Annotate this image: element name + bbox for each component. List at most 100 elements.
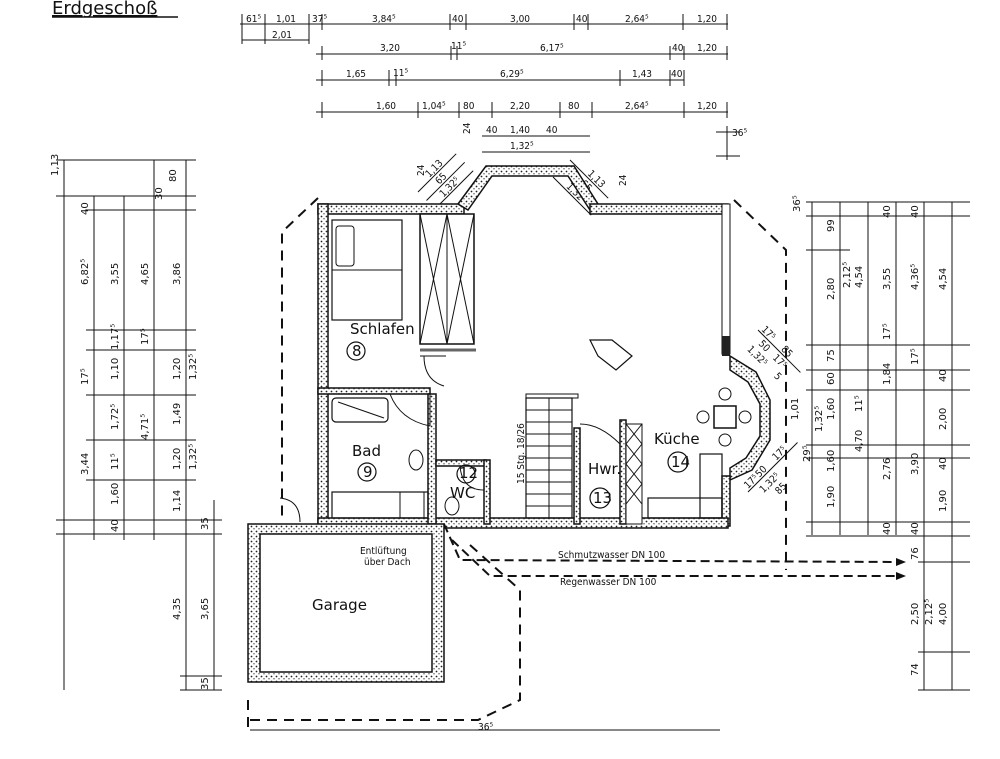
dim-right-32: 74 xyxy=(910,663,921,676)
dim-left-1: 40 xyxy=(80,202,91,215)
dim-left-2: 6,82⁵ xyxy=(80,259,91,285)
dim-left-13: 1,10 xyxy=(110,358,121,380)
dim-bayr-6: 1,01 xyxy=(790,398,801,420)
dim-right-27: 40 xyxy=(910,522,921,535)
dim-right-16: 40 xyxy=(938,369,949,382)
dim-right-21: 2,76 xyxy=(882,458,893,480)
dim-left-19: 1,20 xyxy=(172,448,183,470)
dim-right-1: 99 xyxy=(826,219,837,232)
dim-right-4: 2,80 xyxy=(826,278,837,300)
dim-left-7: 80 xyxy=(168,169,179,182)
dim-right-23: 40 xyxy=(938,457,949,470)
dim-side-365: 36⁵ xyxy=(732,128,747,139)
regenwasser-label: Regenwasser DN 100 xyxy=(560,577,657,588)
dim-row1-2: 37⁵ xyxy=(312,14,327,25)
dim-bay-4: 24 xyxy=(416,164,427,176)
roof-outline xyxy=(247,197,787,730)
drain-pipes xyxy=(443,523,906,580)
dim-row3-4: 40 xyxy=(671,69,683,80)
dim-row2-0: 3,20 xyxy=(380,43,400,54)
dim-left-12: 17⁵ xyxy=(80,368,91,385)
room-label-bad: Bad xyxy=(352,442,381,460)
dim-right-6: 4,54 xyxy=(854,266,865,288)
dim-row2-3: 40 xyxy=(672,43,684,54)
dim-left-8: 1,17⁵ xyxy=(110,324,121,350)
dim-row3-0: 1,65 xyxy=(346,69,366,80)
dim-left-27: 35 xyxy=(200,677,211,690)
dim-row2-1: 11⁵ xyxy=(451,41,466,52)
dim-right-19: 2,00 xyxy=(938,408,949,430)
dim-left-25: 4,35 xyxy=(172,598,183,620)
dim-bay-7: 1,40 xyxy=(510,125,530,136)
dim-row2-4: 1,20 xyxy=(697,43,717,54)
dim-left-0: 1,13 xyxy=(50,154,61,176)
garage xyxy=(247,523,445,683)
dim-bayr-8: 1,32⁵ xyxy=(814,406,825,432)
dim-right-26: 40 xyxy=(882,522,893,535)
dim-right-30: 2,12⁵ xyxy=(924,599,935,625)
dim-right-9: 4,54 xyxy=(938,268,949,290)
dim-left-15: 1,49 xyxy=(172,403,183,425)
dim-row2-2: 6,17⁵ xyxy=(540,43,564,54)
right-dimensions: 36⁵ 99 40 40 2,80 2,12⁵ 4,54 3,55 4,36⁵ … xyxy=(792,195,970,691)
top-dimensions: 61⁵ 1,01 37⁵ 3,84⁵ 40 3,00 40 2,64⁵ 1,20… xyxy=(240,14,747,160)
dim-row1-5: 3,00 xyxy=(510,14,530,25)
dim-bay-13: 24 xyxy=(618,174,629,186)
dim-right-11: 60 xyxy=(826,372,837,385)
dim-bay-9: 1,32⁵ xyxy=(510,141,534,152)
dim-right-29: 2,50 xyxy=(910,603,921,625)
dim-left-4: 4,65 xyxy=(140,263,151,285)
dim-right-8: 4,36⁵ xyxy=(910,264,921,290)
dim-left-17: 11⁵ xyxy=(110,453,121,470)
dim-row1-4: 40 xyxy=(452,14,464,25)
dim-row4-2: 80 xyxy=(463,101,475,112)
dim-left-9: 17⁵ xyxy=(140,328,151,345)
dim-left-24: 35 xyxy=(200,517,211,530)
dim-row1-8: 1,20 xyxy=(697,14,717,25)
left-dimensions: 1,13 40 6,82⁵ 3,55 4,65 3,86 30 80 1,17⁵… xyxy=(50,154,222,691)
dim-left-6: 30 xyxy=(154,187,165,200)
dim-left-3: 3,55 xyxy=(110,263,121,285)
stairs-label: 15 Stg. 18/26 xyxy=(516,423,527,484)
dim-left-11: 1,32⁵ xyxy=(188,354,199,380)
dim-row4-0: 1,60 xyxy=(376,101,396,112)
dim-right-7: 3,55 xyxy=(882,268,893,290)
room-number-hwr: 13 xyxy=(593,489,612,507)
entlueftung-label: Entlüftung xyxy=(360,546,407,557)
room-label-garage: Garage xyxy=(312,596,367,614)
dim-bay-6: 40 xyxy=(486,125,498,136)
room-number-schlafen: 8 xyxy=(352,342,362,360)
room-number-kueche: 14 xyxy=(671,453,690,471)
dim-right-22: 3,90 xyxy=(910,453,921,475)
building-walls xyxy=(279,165,771,529)
dim-row4-4: 80 xyxy=(568,101,580,112)
dim-right-15: 1,84 xyxy=(882,363,893,385)
dim-right-31: 4,00 xyxy=(938,603,949,625)
dim-row3-2: 6,29⁵ xyxy=(500,69,524,80)
dim-left-26: 3,65 xyxy=(200,598,211,620)
dim-row1-0: 61⁵ xyxy=(246,14,261,25)
dim-right-3: 40 xyxy=(910,205,921,218)
room-label-schlafen: Schlafen xyxy=(350,320,415,338)
schmutzwasser-label: Schmutzwasser DN 100 xyxy=(558,550,665,561)
room-number-wc: 12 xyxy=(459,464,478,482)
dim-left-16: 3,44 xyxy=(80,453,91,475)
dim-right-20: 1,60 xyxy=(826,450,837,472)
dim-row1-7: 2,64⁵ xyxy=(625,14,649,25)
dim-bayr-5: 5 xyxy=(771,371,783,383)
room-label-hwr: Hwr. xyxy=(588,460,621,478)
dim-row3-1: 11⁵ xyxy=(393,68,408,79)
dim-bay-8: 40 xyxy=(546,125,558,136)
dim-right-14: 1,60 xyxy=(826,398,837,420)
room-label-kueche: Küche xyxy=(654,430,700,448)
plan-title: Erdgeschoß xyxy=(52,0,157,19)
dim-left-10: 1,20 xyxy=(172,358,183,380)
dim-right-17: 11⁵ xyxy=(854,395,865,412)
dim-row1-6: 40 xyxy=(576,14,588,25)
dim-left-18: 4,71⁵ xyxy=(140,414,151,440)
dim-right-2: 40 xyxy=(882,205,893,218)
dim-bay-5: 24 xyxy=(462,122,473,134)
dim-left-21: 1,60 xyxy=(110,483,121,505)
room-number-bad: 9 xyxy=(363,463,373,481)
